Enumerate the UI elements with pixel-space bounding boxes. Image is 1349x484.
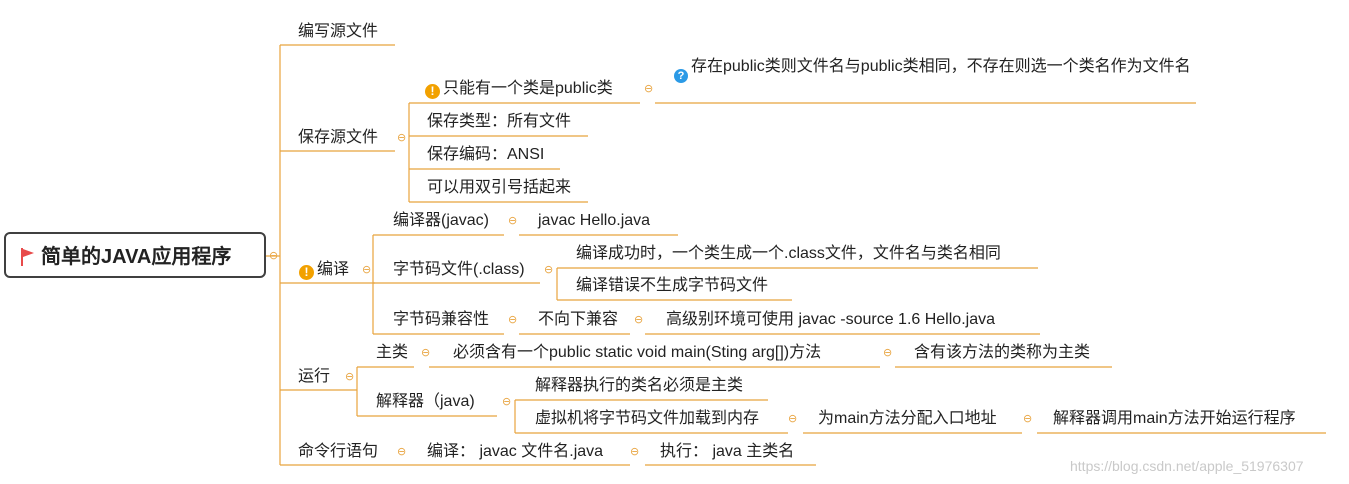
- collapse-toggle-compiler[interactable]: ⊖: [508, 215, 518, 227]
- node-compile-label: 编译: [317, 261, 350, 278]
- warning-icon: !: [425, 84, 440, 99]
- root-node[interactable]: 简单的JAVA应用程序: [4, 232, 266, 278]
- node-main-detail[interactable]: 含有该方法的类称为主类: [914, 344, 1091, 361]
- node-compat-detail[interactable]: 高级别环境可使用 javac -source 1.6 Hello.java: [666, 311, 995, 328]
- node-compile[interactable]: !编译: [299, 260, 349, 280]
- question-icon: ?: [674, 69, 688, 83]
- node-bytecode-error[interactable]: 编译错误不生成字节码文件: [576, 277, 769, 294]
- collapse-toggle-entry[interactable]: ⊖: [1023, 413, 1033, 425]
- flag-icon: [21, 248, 34, 266]
- node-main-class[interactable]: 主类: [376, 344, 409, 361]
- node-save-source[interactable]: 保存源文件: [298, 129, 379, 146]
- node-compiler-example[interactable]: javac Hello.java: [538, 212, 651, 229]
- node-compat[interactable]: 字节码兼容性: [393, 311, 490, 328]
- node-command-line[interactable]: 命令行语句: [298, 443, 379, 460]
- node-interpreter-entry[interactable]: 为main方法分配入口地址: [818, 410, 997, 427]
- node-run[interactable]: 运行: [298, 368, 331, 385]
- collapse-toggle-main-class[interactable]: ⊖: [421, 347, 431, 359]
- warning-icon: !: [299, 265, 314, 280]
- collapse-toggle-cmd[interactable]: ⊖: [397, 446, 407, 458]
- node-save-encoding[interactable]: 保存编码：ANSI: [427, 146, 545, 163]
- node-public-rule-label: 只能有一个类是public类: [443, 80, 613, 97]
- collapse-toggle-main-rule[interactable]: ⊖: [883, 347, 893, 359]
- node-public-note[interactable]: 存在public类则文件名与public类相同，不存在则选一个类名作为文件名: [691, 58, 1191, 75]
- collapse-toggle-compat-value[interactable]: ⊖: [634, 314, 644, 326]
- node-bytecode-success[interactable]: 编译成功时，一个类生成一个.class文件，文件名与类名相同: [576, 245, 1001, 262]
- node-cmd-exec[interactable]: 执行： java 主类名: [660, 443, 795, 460]
- node-save-quotes[interactable]: 可以用双引号括起来: [427, 179, 572, 196]
- collapse-toggle-cmd-compile[interactable]: ⊖: [630, 446, 640, 458]
- collapse-toggle-root[interactable]: ⊖: [269, 250, 279, 262]
- collapse-toggle-compat[interactable]: ⊖: [508, 314, 518, 326]
- collapse-toggle-save[interactable]: ⊖: [397, 132, 407, 144]
- collapse-toggle-compile[interactable]: ⊖: [362, 264, 372, 276]
- watermark: https://blog.csdn.net/apple_51976307: [1070, 458, 1304, 474]
- node-interpreter-start[interactable]: 解释器调用main方法开始运行程序: [1053, 410, 1296, 427]
- node-bytecode[interactable]: 字节码文件(.class): [393, 261, 525, 278]
- collapse-toggle-run[interactable]: ⊖: [345, 371, 355, 383]
- collapse-toggle-bytecode[interactable]: ⊖: [544, 264, 554, 276]
- node-interpreter-load[interactable]: 虚拟机将字节码文件加载到内存: [535, 410, 760, 427]
- node-cmd-compile[interactable]: 编译： javac 文件名.java: [427, 443, 604, 460]
- node-save-type[interactable]: 保存类型：所有文件: [427, 113, 572, 130]
- collapse-toggle-interpreter[interactable]: ⊖: [502, 396, 512, 408]
- node-compiler[interactable]: 编译器(javac): [393, 212, 490, 229]
- collapse-toggle-public-rule[interactable]: ⊖: [644, 83, 654, 95]
- node-write-source[interactable]: 编写源文件: [298, 23, 379, 40]
- node-public-rule[interactable]: !只能有一个类是public类: [425, 79, 613, 99]
- collapse-toggle-load[interactable]: ⊖: [788, 413, 798, 425]
- node-compat-value[interactable]: 不向下兼容: [538, 311, 619, 328]
- node-interpreter-rule[interactable]: 解释器执行的类名必须是主类: [535, 377, 744, 394]
- node-main-rule[interactable]: 必须含有一个public static void main(Sting arg[…: [453, 344, 822, 361]
- node-interpreter[interactable]: 解释器（java): [376, 393, 475, 410]
- root-label: 简单的JAVA应用程序: [41, 246, 232, 268]
